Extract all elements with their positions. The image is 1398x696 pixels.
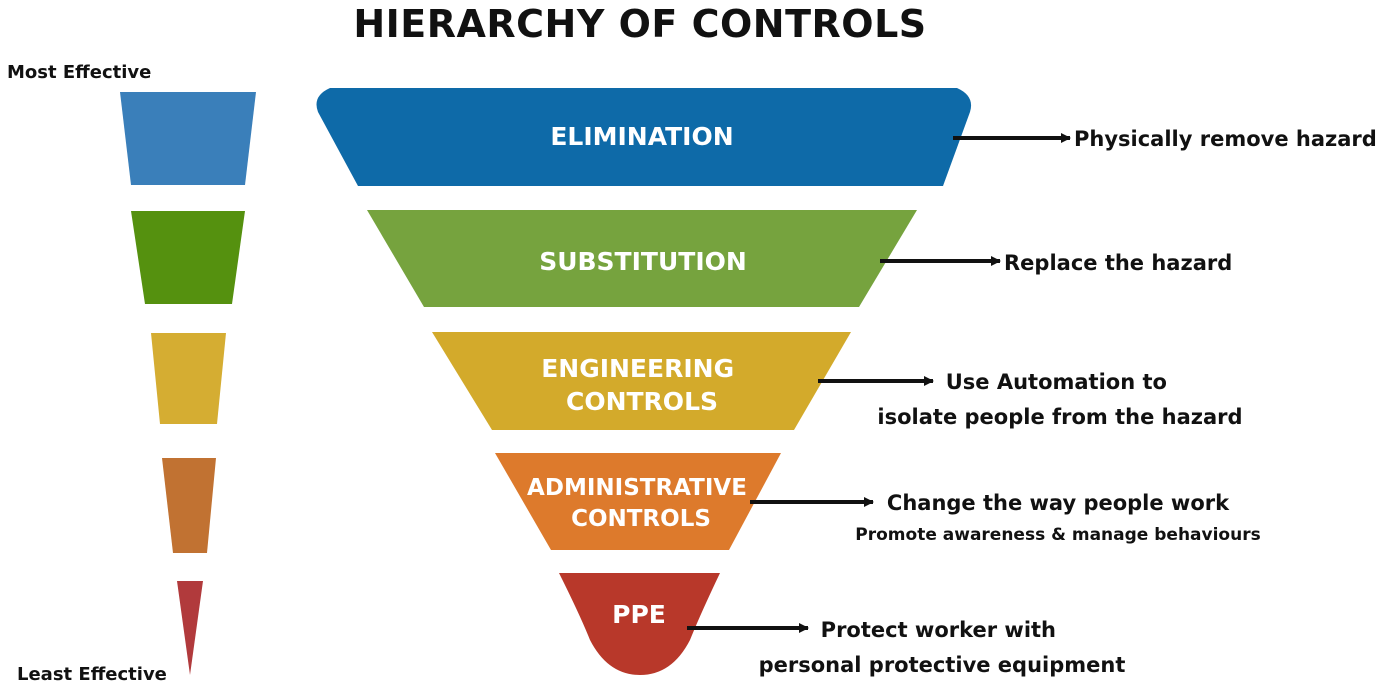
scale-segment-elimination [120, 92, 256, 185]
scale-segment-engineering [151, 333, 226, 424]
scale-segment-substitution [131, 211, 245, 304]
descriptions: Physically remove hazard Replace the haz… [759, 127, 1377, 677]
band-label-substitution: SUBSTITUTION [539, 247, 747, 276]
description-engineering: Use Automation to isolate people from th… [877, 370, 1242, 429]
effectiveness-scale [120, 92, 256, 675]
band-label-administrative: ADMINISTRATIVE CONTROLS [527, 475, 755, 532]
band-label-line: ADMINISTRATIVE [527, 475, 747, 501]
band-administrative [495, 453, 781, 550]
band-label-line: SUBSTITUTION [539, 247, 747, 276]
description-line: Promote awareness & manage behaviours [855, 525, 1260, 545]
description-line: Use Automation to [946, 370, 1167, 394]
description-line: Physically remove hazard [1074, 127, 1377, 151]
description-ppe: Protect worker with personal protective … [759, 618, 1126, 677]
band-label-ppe: PPE [612, 600, 666, 629]
band-label-line: CONTROLS [566, 387, 718, 416]
scale-segment-ppe [177, 581, 203, 675]
most-effective-label: Most Effective [7, 62, 152, 83]
description-elimination: Physically remove hazard [1074, 127, 1377, 151]
description-line: Replace the hazard [1004, 251, 1232, 275]
band-label-engineering: ENGINEERING CONTROLS [541, 354, 743, 416]
band-label-line: PPE [612, 600, 666, 629]
band-label-line: CONTROLS [571, 506, 711, 532]
description-line: Protect worker with [821, 618, 1056, 642]
description-line: Change the way people work [887, 491, 1230, 515]
band-label-elimination: ELIMINATION [550, 122, 733, 151]
pyramid: ELIMINATION SUBSTITUTION ENGINEERING CON… [316, 88, 972, 675]
description-administrative-sub: Promote awareness & manage behaviours [855, 525, 1260, 545]
scale-segment-administrative [162, 458, 216, 553]
description-substitution: Replace the hazard [1004, 251, 1232, 275]
diagram-title: HIERARCHY OF CONTROLS [353, 2, 927, 46]
description-administrative: Change the way people work [887, 491, 1230, 515]
description-line: isolate people from the hazard [877, 405, 1242, 429]
least-effective-label: Least Effective [17, 664, 167, 685]
band-ppe [559, 573, 720, 675]
band-substitution [367, 210, 917, 307]
arrows [687, 133, 1071, 633]
band-label-line: ELIMINATION [550, 122, 733, 151]
description-line: personal protective equipment [759, 653, 1126, 677]
band-engineering [432, 332, 851, 430]
band-elimination [316, 88, 972, 186]
band-label-line: ENGINEERING [541, 354, 734, 383]
